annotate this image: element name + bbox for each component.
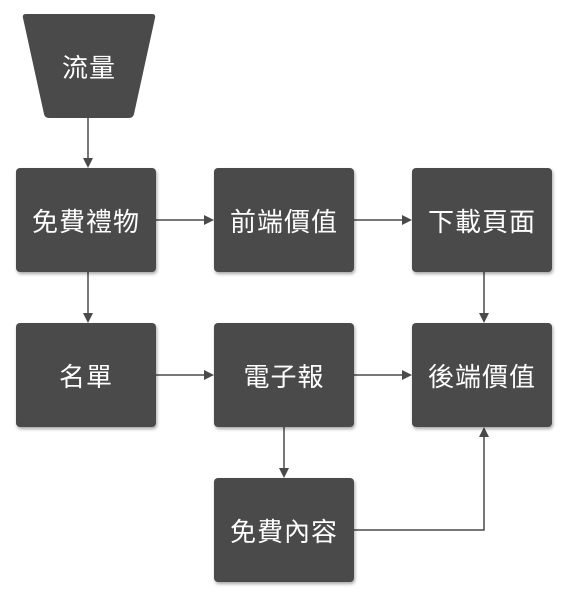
free-content-label: 免費內容 xyxy=(229,517,338,548)
front-end-value-label: 前端價值 xyxy=(229,207,338,238)
back-end-value-label: 後端價值 xyxy=(427,362,536,393)
download-page-label: 下載頁面 xyxy=(427,207,536,238)
list-label: 名單 xyxy=(58,362,113,393)
list-node: 名單 xyxy=(16,323,156,427)
free-content-node: 免費內容 xyxy=(214,478,354,582)
traffic-node: 流量 xyxy=(22,14,156,118)
newsletter-node: 電子報 xyxy=(214,323,354,427)
traffic-trapezoid-shape xyxy=(22,14,156,118)
front-end-value-node: 前端價值 xyxy=(214,168,354,272)
newsletter-label: 電子報 xyxy=(243,362,325,393)
connector-free-content-to-back-end-value xyxy=(354,427,489,531)
free-gift-label: 免費禮物 xyxy=(31,207,140,238)
free-gift-node: 免費禮物 xyxy=(16,168,156,272)
traffic-label: 流量 xyxy=(61,53,116,84)
download-page-node: 下載頁面 xyxy=(412,168,552,272)
back-end-value-node: 後端價值 xyxy=(412,323,552,427)
